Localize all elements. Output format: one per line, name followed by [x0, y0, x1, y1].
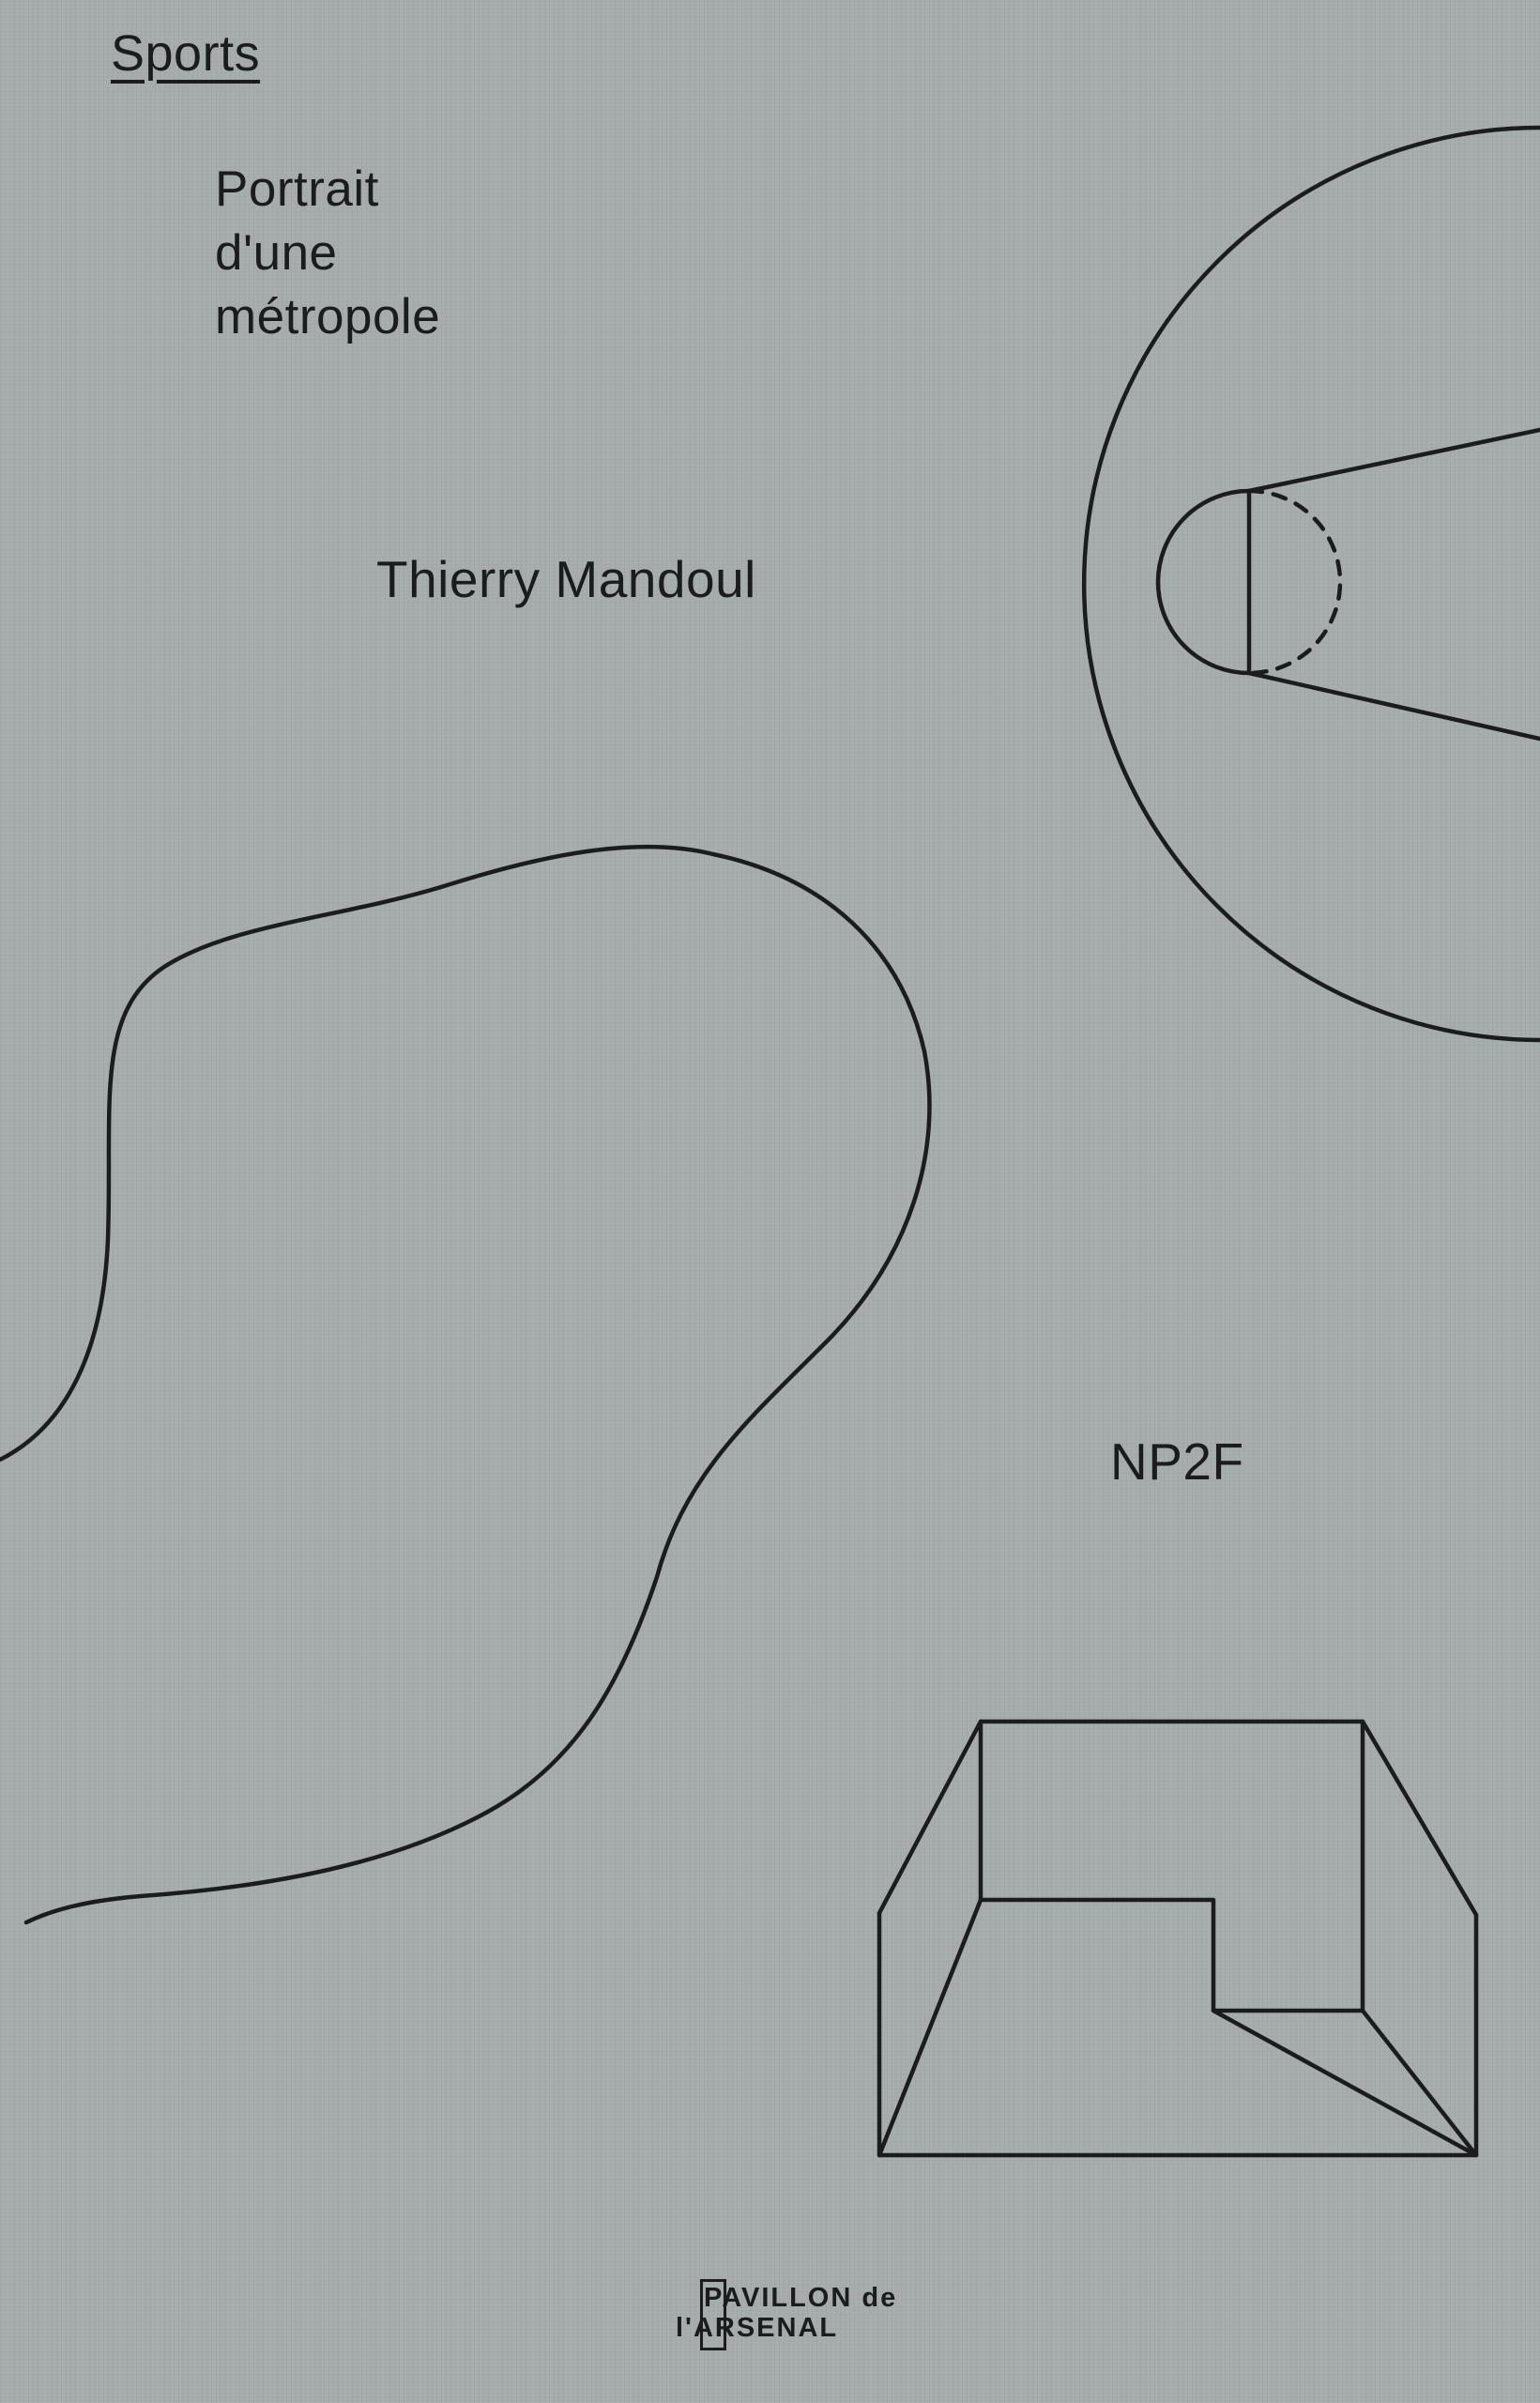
organic-blob-outline: [0, 844, 932, 1925]
title-line: d'une: [215, 225, 338, 281]
publisher-logo: PAVILLON de l'ARSENAL: [676, 2279, 957, 2358]
book-title: Portrait d'une métropole: [215, 158, 440, 349]
free-throw-dashed-arc: [1246, 488, 1343, 676]
box-front-outline: [877, 1910, 1479, 2158]
stadium-box-drawing: [877, 1719, 1479, 2158]
lane-line-top: [1246, 427, 1540, 494]
lane-line-bottom: [1246, 670, 1540, 742]
court-circle-arc: [1081, 125, 1540, 1043]
box-back-wall: [978, 1719, 1365, 2013]
publisher-line-1: PAVILLON de: [704, 2283, 898, 2313]
author-name: Thierry Mandoul: [376, 550, 756, 608]
series-label: Sports: [111, 25, 261, 82]
title-line: métropole: [215, 289, 441, 344]
free-throw-semicircle: [1155, 488, 1252, 676]
basketball-court-drawing: [1081, 125, 1540, 1043]
title-line: Portrait: [215, 161, 379, 217]
coauthor-name: NP2F: [1110, 1432, 1244, 1491]
publisher-line-2: l'ARSENAL: [676, 2313, 839, 2343]
publisher-logo-frame: [700, 2279, 726, 2350]
